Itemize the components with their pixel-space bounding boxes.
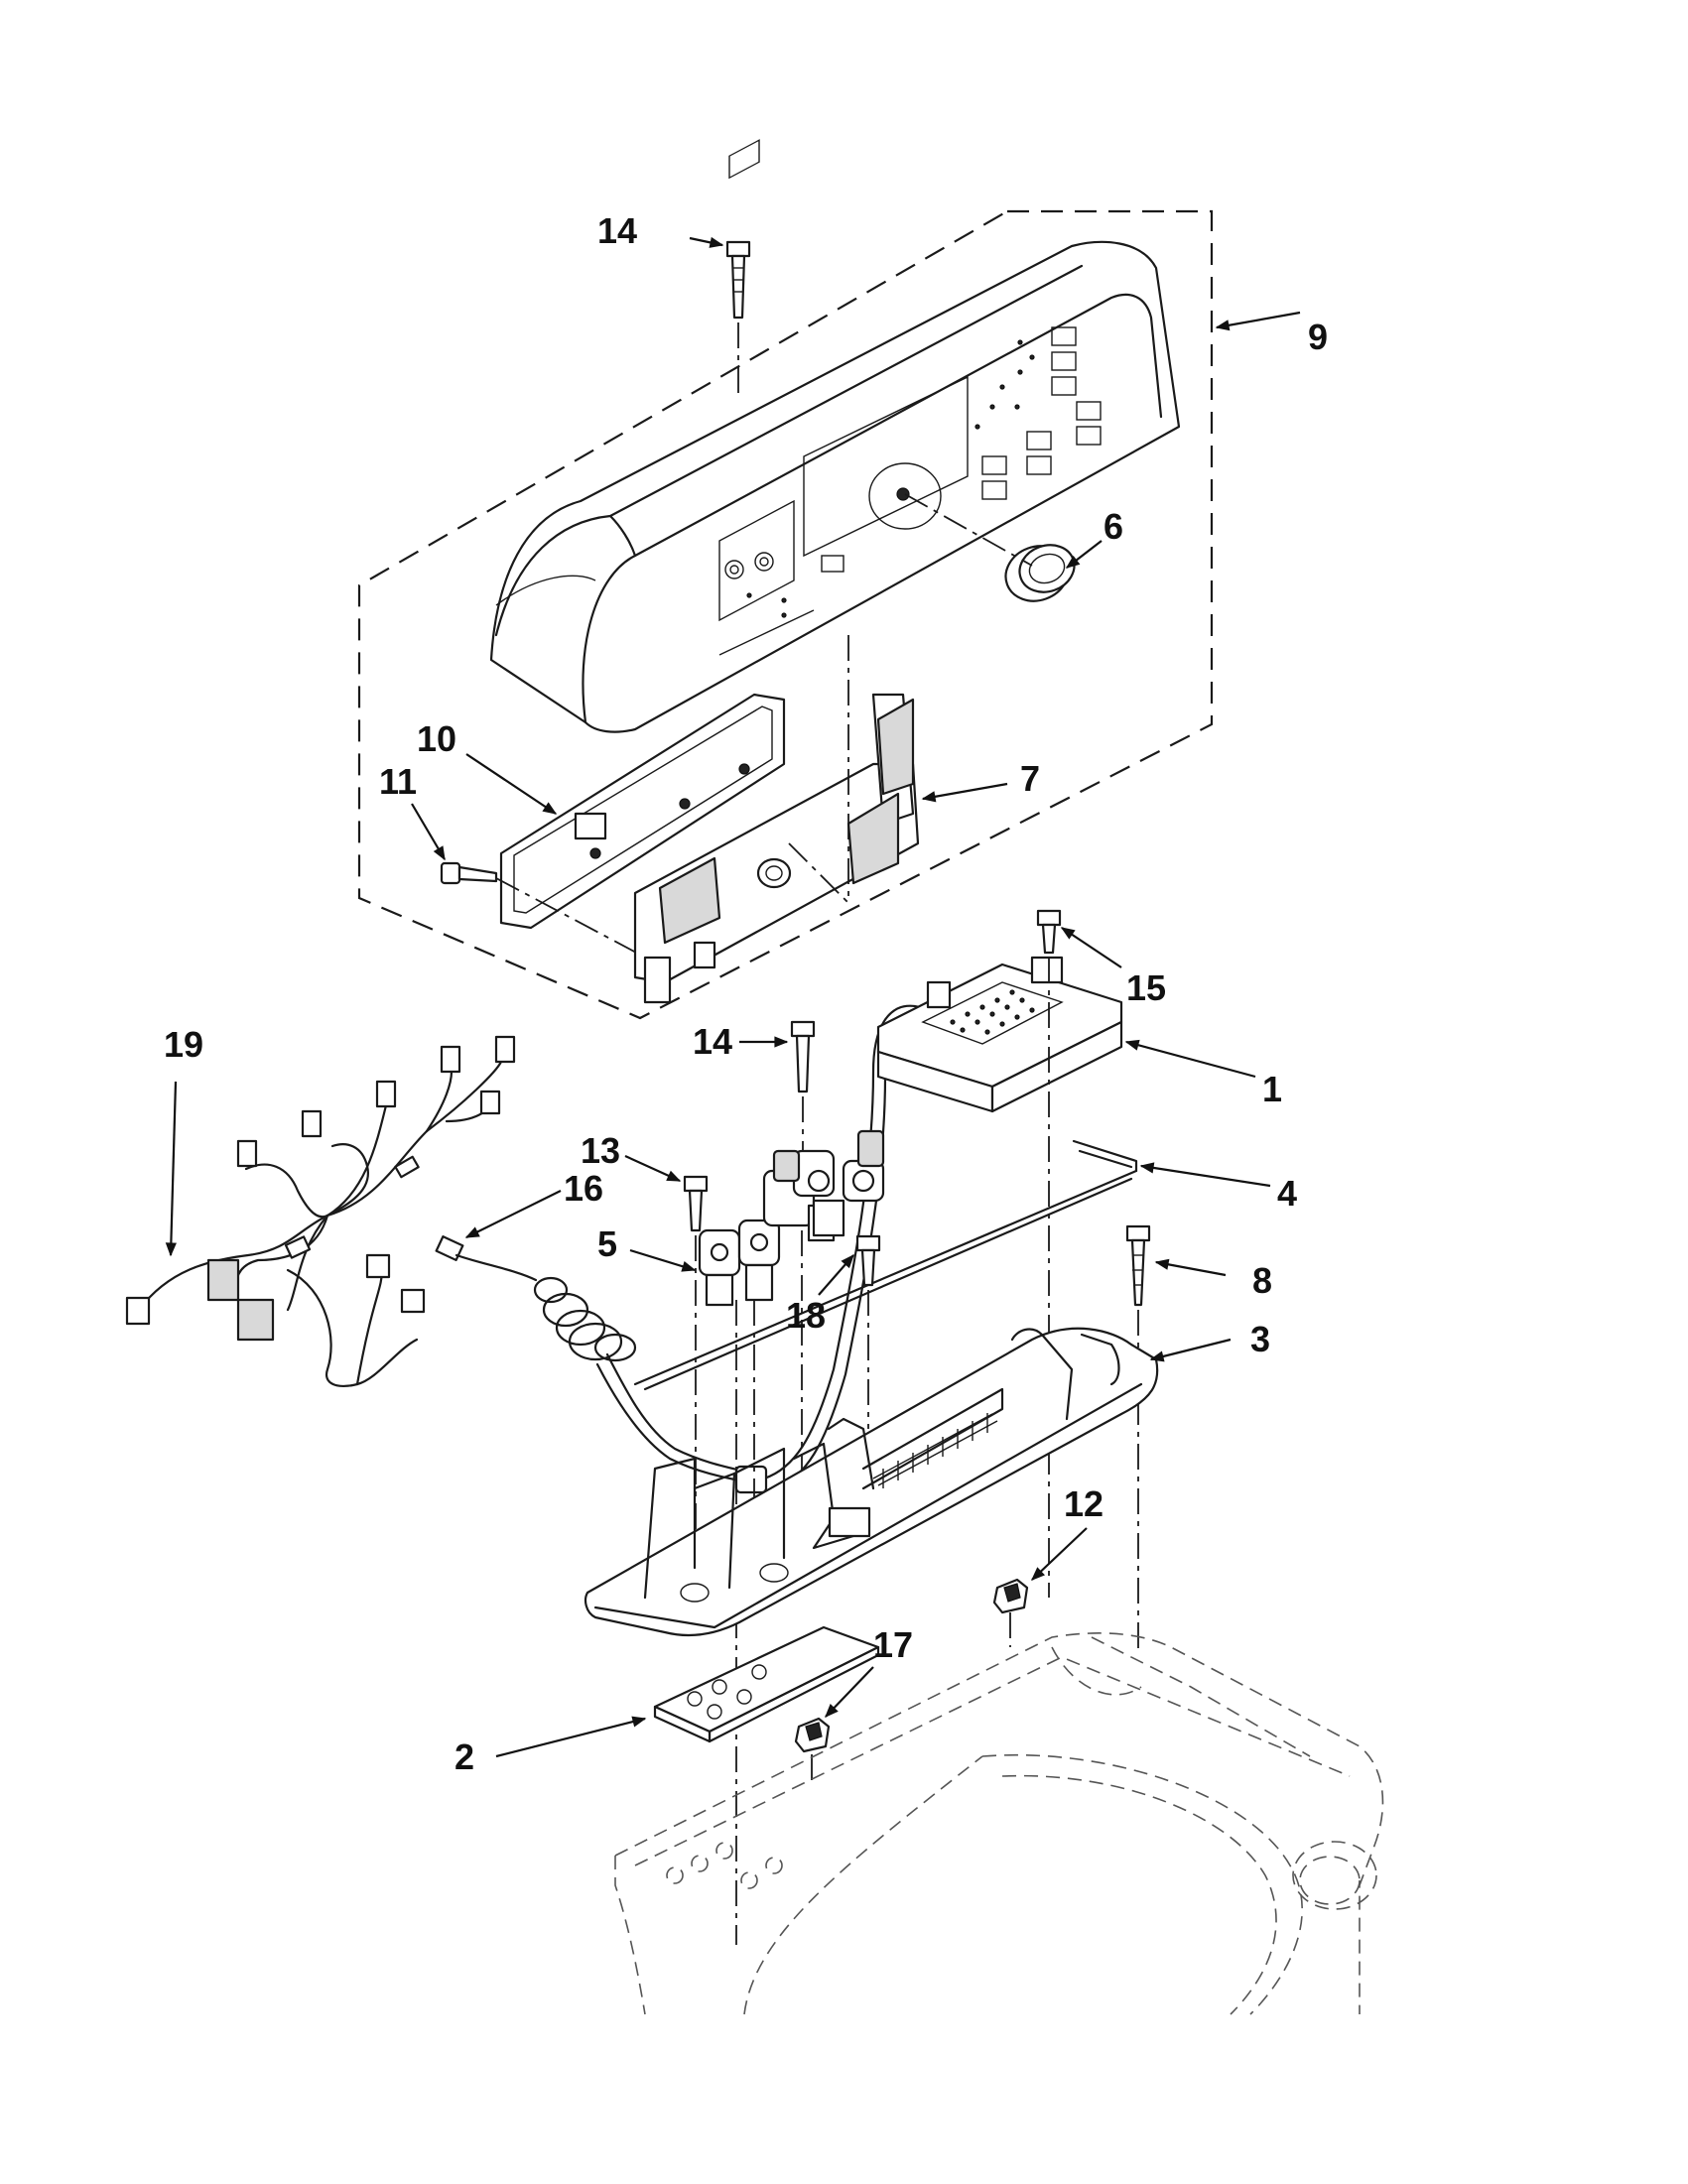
bracket-10 bbox=[499, 693, 786, 930]
wire-harness-19 bbox=[125, 1035, 516, 1387]
callout-1: 1 bbox=[1262, 1069, 1282, 1109]
callout-2: 2 bbox=[454, 1736, 474, 1777]
callout-4: 4 bbox=[1277, 1173, 1297, 1214]
screw-11 bbox=[440, 861, 498, 885]
clip-17 bbox=[794, 1717, 831, 1753]
console-buttons bbox=[974, 326, 1102, 500]
screw-15 bbox=[1036, 909, 1062, 955]
console-panel bbox=[489, 139, 1181, 733]
board-dots bbox=[950, 989, 1035, 1035]
screw-18 bbox=[855, 1234, 881, 1287]
screw-14-top bbox=[725, 240, 751, 320]
power-cord-16 bbox=[435, 1235, 756, 1485]
water-valves-5 bbox=[698, 1129, 885, 1307]
callout-15: 15 bbox=[1126, 967, 1166, 1008]
callout-11: 11 bbox=[379, 761, 417, 802]
callout-8: 8 bbox=[1252, 1260, 1272, 1301]
base-ribs bbox=[872, 1413, 998, 1488]
callout-5: 5 bbox=[597, 1223, 617, 1264]
callout-14-middle: 14 bbox=[693, 1021, 732, 1062]
callout-13: 13 bbox=[581, 1130, 620, 1171]
callout-9: 9 bbox=[1308, 317, 1328, 357]
callout-labels: 14 9 6 10 11 7 15 1 19 14 4 13 16 5 18 8… bbox=[164, 210, 1328, 1777]
callout-19: 19 bbox=[164, 1024, 203, 1065]
console-base-3 bbox=[584, 1327, 1159, 1637]
callout-14-top: 14 bbox=[597, 210, 637, 251]
callout-3: 3 bbox=[1250, 1319, 1270, 1359]
cabinet-top-outline bbox=[614, 1632, 1384, 2015]
callout-6: 6 bbox=[1104, 506, 1123, 547]
clip-12 bbox=[992, 1578, 1029, 1614]
screw-13 bbox=[683, 1175, 709, 1232]
callout-16: 16 bbox=[564, 1168, 603, 1209]
control-board-7 bbox=[633, 693, 920, 1004]
callout-7: 7 bbox=[1020, 758, 1040, 799]
main-control-1 bbox=[876, 956, 1123, 1113]
assembly-boundary bbox=[357, 209, 1214, 1020]
callout-18: 18 bbox=[786, 1295, 826, 1336]
callout-12: 12 bbox=[1064, 1483, 1104, 1524]
callout-17: 17 bbox=[873, 1624, 913, 1665]
screw-14-middle bbox=[790, 1020, 816, 1093]
screw-8 bbox=[1125, 1224, 1151, 1307]
callout-10: 10 bbox=[417, 718, 456, 759]
leaders bbox=[165, 236, 1301, 1758]
rod-4 bbox=[633, 1139, 1138, 1391]
control-knob bbox=[1004, 544, 1076, 602]
plate-2 bbox=[653, 1625, 880, 1743]
